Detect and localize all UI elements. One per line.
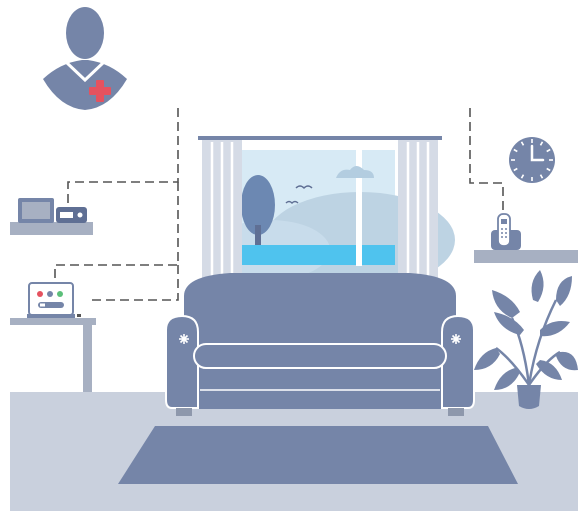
wall-shelf-upper bbox=[10, 222, 93, 235]
potted-plant-icon bbox=[474, 270, 578, 409]
tablet-device-icon[interactable] bbox=[27, 283, 81, 318]
desk-top bbox=[10, 318, 96, 325]
cordless-phone-icon[interactable] bbox=[491, 214, 521, 250]
home-hub-icon[interactable] bbox=[56, 207, 87, 223]
curtain-rod bbox=[198, 136, 442, 140]
monitor-icon[interactable] bbox=[18, 198, 54, 223]
desk-leg bbox=[83, 325, 92, 392]
sofa-icon bbox=[166, 273, 474, 416]
nurse-avatar-icon bbox=[43, 7, 127, 110]
wall-shelf-right bbox=[474, 250, 578, 263]
curtain-left bbox=[202, 140, 242, 290]
curtain-right bbox=[398, 140, 438, 290]
rug bbox=[118, 426, 518, 484]
wall-clock-icon bbox=[509, 137, 555, 183]
